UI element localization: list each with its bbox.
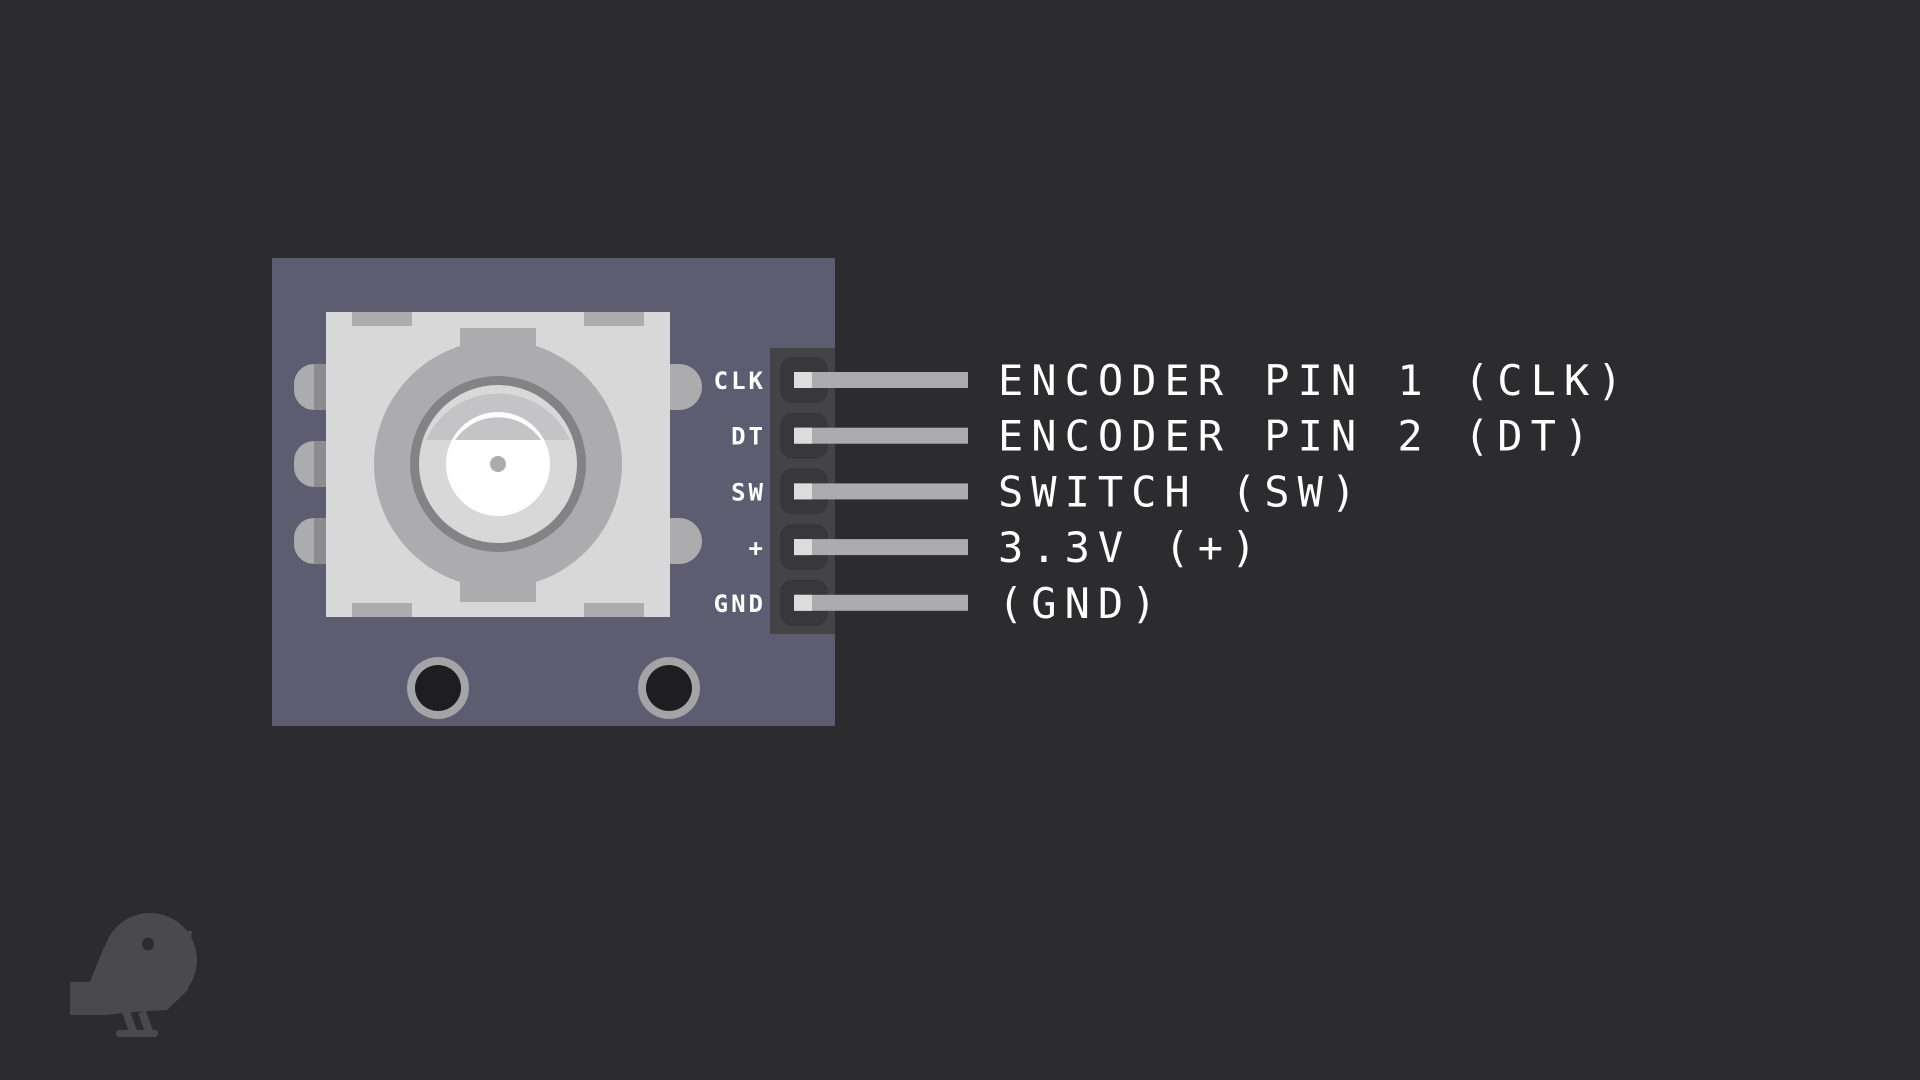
- pin-label-clk: CLK: [714, 367, 766, 395]
- knob-shaft-top-shade: [455, 417, 541, 440]
- pin-lead-vcc: [794, 539, 968, 556]
- pin-lead-tip-gnd: [794, 594, 812, 611]
- pin-description-sw: SWITCH (SW): [998, 467, 1364, 516]
- pin-label-sw: SW: [731, 478, 766, 506]
- pin-lead-tip-clk: [794, 372, 812, 388]
- pin-lead-sw: [794, 483, 968, 500]
- mounting-holes: [407, 657, 700, 719]
- pin-descriptions: ENCODER PIN 1 (CLK) ENCODER PIN 2 (DT) SWI…: [998, 356, 1630, 628]
- bird-logo-icon: [70, 913, 197, 1037]
- pin-lead-tip-dt: [794, 427, 812, 444]
- pin-lead-gnd: [794, 594, 968, 611]
- pin-label-gnd: GND: [714, 590, 766, 618]
- pin-description-dt: ENCODER PIN 2 (DT): [998, 412, 1597, 461]
- pin-description-gnd: (GND): [998, 579, 1164, 628]
- knob-center-dot: [490, 456, 506, 472]
- pin-lead-dt: [794, 427, 968, 444]
- pin-label-dt: DT: [731, 423, 766, 451]
- encoder-body-tabs: [352, 312, 644, 617]
- pin-labels: CLK DT SW + GND: [714, 367, 766, 618]
- rotary-encoder-module: CLK DT SW + GND: [272, 258, 835, 726]
- header-pins: [780, 357, 828, 626]
- pin-lead-tip-vcc: [794, 539, 812, 556]
- pin-label-vcc: +: [749, 534, 766, 562]
- pin-lead-clk: [794, 372, 968, 388]
- pin-description-vcc: 3.3V (+): [998, 523, 1264, 572]
- pin-leads: [794, 372, 968, 611]
- pin-lead-tip-sw: [794, 483, 812, 500]
- pin-description-clk: ENCODER PIN 1 (CLK): [998, 356, 1630, 405]
